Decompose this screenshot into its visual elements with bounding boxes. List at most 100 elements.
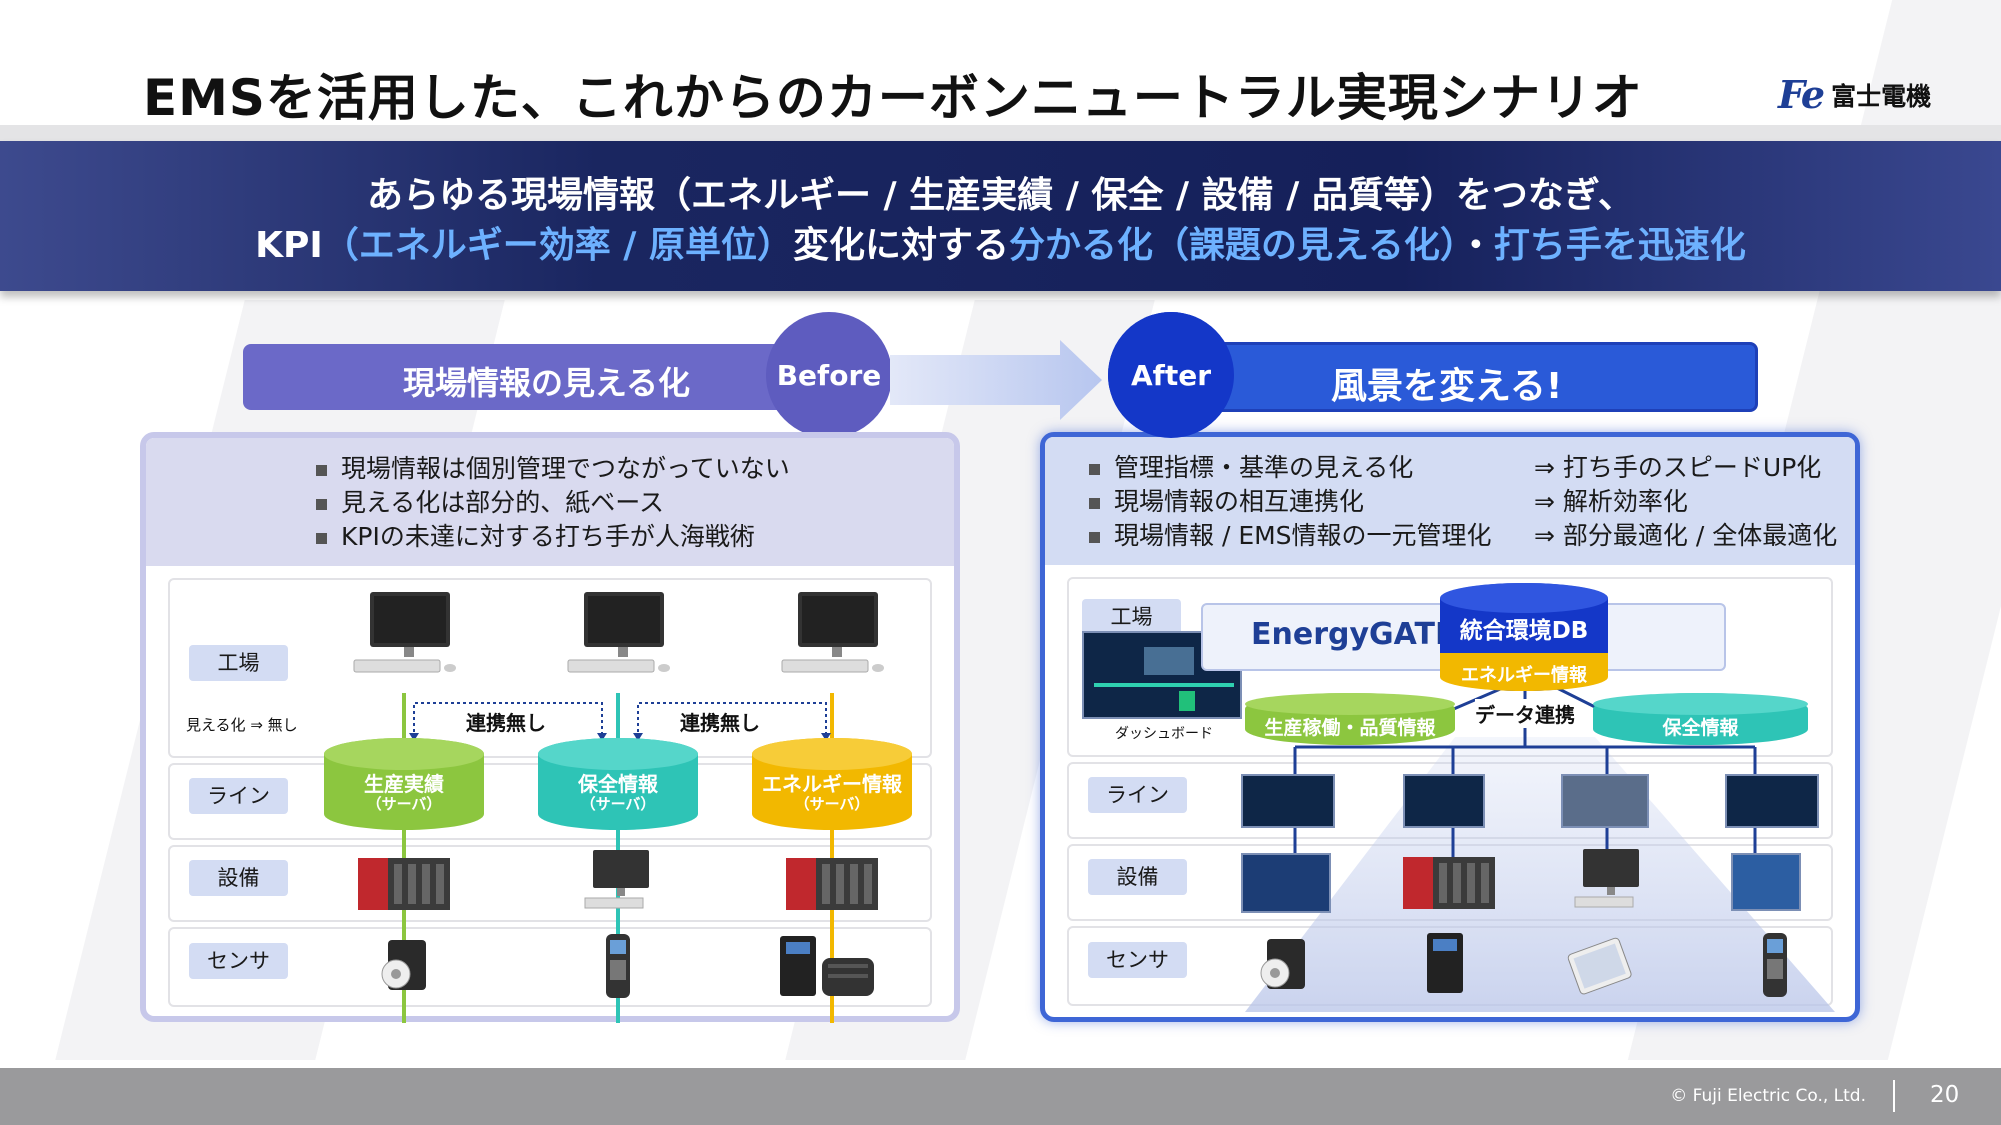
before-header-bar: 現場情報の見える化 [243, 344, 828, 410]
after-panel: 管理指標・基準の見える化 ⇒ 打ち手のスピードUP化 現場情報の相互連携化 ⇒ 解析… [1040, 432, 1860, 1022]
line-screen-thumbnail [1725, 774, 1819, 828]
footer-divider [1893, 1080, 1895, 1112]
after-bullet-list: 管理指標・基準の見える化 ⇒ 打ち手のスピードUP化 現場情報の相互連携化 ⇒ 解析… [1089, 451, 1837, 553]
pc-monitor-icon [567, 592, 670, 673]
row-tag-line: ライン [189, 778, 288, 814]
data-coverage-cone [1245, 737, 1835, 1012]
after-badge-label: After [1130, 358, 1212, 392]
equipment-screen-thumbnail [1731, 853, 1801, 911]
after-bullet-result: ⇒ 打ち手のスピードUP化 [1534, 453, 1822, 482]
slide-title: EMSを活用した、これからのカーボンニュートラル実現シナリオ [143, 69, 1643, 127]
after-bullet-result: ⇒ 部分最適化 / 全体最適化 [1534, 521, 1838, 550]
database-production-quality: 生産稼働・品質情報 [1245, 693, 1455, 745]
banner-dot: ・ [1457, 225, 1494, 266]
no-link-dotted-connector [409, 702, 831, 741]
copyright: © Fuji Electric Co., Ltd. [1670, 1086, 1866, 1106]
plc-controller-icon [786, 858, 878, 910]
energygate-logo: EnergyGATE [1251, 617, 1456, 652]
database-label: 生産実績 [364, 772, 444, 796]
database-label: 保全情報 [1662, 717, 1739, 739]
banner-line-1: あらゆる現場情報（エネルギー / 生産実績 / 保全 / 設備 / 品質等）をつ… [366, 175, 1635, 216]
database-maintenance: 保全情報 （サーバ） [538, 738, 698, 830]
list-item: 現場情報は個別管理でつながっていない [316, 452, 790, 486]
visualization-status: 見える化 ⇒ 無し [186, 716, 298, 734]
line-screen-thumbnail [1561, 774, 1649, 828]
line-screen-thumbnail [1241, 774, 1335, 828]
pc-monitor-icon [1574, 849, 1639, 908]
row-tag-line: ライン [1088, 777, 1187, 813]
database-sublabel: （サーバ） [366, 795, 442, 813]
banner-text: 変化に対する [792, 225, 1009, 266]
database-sublabel: （サーバ） [580, 795, 656, 813]
data-link-label: データ連携 [1475, 699, 1575, 728]
company-logo: Fe 富士電機 [1778, 72, 1931, 117]
database-label: エネルギー情報 [762, 772, 902, 796]
page-number: 20 [1930, 1082, 1960, 1108]
list-item: KPIの未達に対する打ち手が人海戦術 [316, 520, 790, 554]
equipment-screen-thumbnail [1241, 853, 1331, 913]
key-message-banner: あらゆる現場情報（エネルギー / 生産実績 / 保全 / 設備 / 品質等）をつ… [0, 141, 2001, 291]
tablet-icon [1567, 937, 1632, 995]
database-maintenance: 保全情報 [1593, 693, 1808, 745]
handheld-terminal-icon [606, 934, 630, 998]
database-label: 保全情報 [578, 772, 658, 796]
before-bullet-text: 見える化は部分的、紙ベース [341, 488, 665, 517]
list-item: 現場情報 / EMS情報の一元管理化 ⇒ 部分最適化 / 全体最適化 [1089, 519, 1837, 553]
handheld-terminal-icon [1763, 933, 1787, 997]
servo-motor-icon [381, 940, 426, 990]
database-energy: エネルギー情報 （サーバ） [752, 738, 912, 830]
database-production: 生産実績 （サーバ） [324, 738, 484, 830]
database-integrated: 統合環境DB エネルギー情報 [1440, 583, 1608, 691]
row-tag-sensor: センサ [189, 943, 288, 979]
banner-kpi: KPI [255, 225, 323, 266]
plc-controller-icon [1403, 857, 1495, 909]
before-bullet-text: KPIの未達に対する打ち手が人海戦術 [341, 522, 755, 551]
after-header-bar: 風景を変える! [1178, 342, 1758, 412]
before-bullet-text: 現場情報は個別管理でつながっていない [341, 454, 790, 483]
list-item: 見える化は部分的、紙ベース [316, 486, 790, 520]
database-sublabel: エネルギー情報 [1461, 665, 1587, 686]
banner-kpi-detail: （エネルギー効率 / 原単位） [322, 225, 793, 266]
after-header-label: 風景を変える! [1331, 366, 1563, 407]
pc-monitor-icon [353, 592, 456, 673]
servo-motor-icon [1260, 939, 1305, 989]
row-tag-sensor: センサ [1088, 942, 1187, 978]
logo-text: 富士電機 [1831, 81, 1932, 111]
logo-mark: Fe [1778, 72, 1825, 117]
footer: © Fuji Electric Co., Ltd. 20 [0, 1068, 2001, 1125]
database-label: 生産稼働・品質情報 [1264, 717, 1436, 739]
before-bullet-list: 現場情報は個別管理でつながっていない 見える化は部分的、紙ベース KPIの未達に… [316, 452, 790, 554]
pc-monitor-icon [781, 592, 884, 673]
row-tag-factory: 工場 [189, 645, 288, 681]
before-panel: 現場情報は個別管理でつながっていない 見える化は部分的、紙ベース KPIの未達に… [140, 432, 960, 1023]
after-bullet-result: ⇒ 解析効率化 [1534, 487, 1688, 516]
after-bullet-text: 現場情報の相互連携化 [1114, 487, 1365, 516]
before-badge: Before [766, 312, 892, 438]
list-item: 現場情報の相互連携化 ⇒ 解析効率化 [1089, 485, 1837, 519]
no-link-label: 連携無し [466, 707, 546, 736]
database-sublabel: （サーバ） [794, 795, 870, 813]
pc-monitor-icon [584, 850, 649, 909]
banner-line-2: KPI（エネルギー効率 / 原単位）変化に対する分かる化（課題の見える化）・打ち… [0, 216, 2001, 268]
database-label: 統合環境DB [1459, 618, 1589, 644]
before-badge-label: Before [776, 358, 882, 392]
line-screen-thumbnail [1403, 774, 1485, 828]
plc-controller-icon [358, 858, 450, 910]
inverter-motor-icon [780, 936, 874, 996]
banner-highlight-1: 分かる化（課題の見える化） [1008, 225, 1458, 266]
inverter-icon [1427, 933, 1463, 993]
row-tag-factory: 工場 [1082, 599, 1181, 635]
before-to-after-arrow-icon [890, 340, 1102, 420]
after-badge-front: After [1108, 312, 1234, 438]
row-tag-equipment: 設備 [1088, 859, 1187, 895]
list-item: 管理指標・基準の見える化 ⇒ 打ち手のスピードUP化 [1089, 451, 1837, 485]
after-bullet-text: 現場情報 / EMS情報の一元管理化 [1114, 521, 1492, 550]
no-link-label: 連携無し [680, 707, 760, 736]
before-panel-header [146, 438, 954, 566]
header-divider [0, 125, 2001, 143]
before-header-label: 現場情報の見える化 [403, 364, 691, 402]
banner-highlight-2: 打ち手を迅速化 [1493, 225, 1746, 266]
row-tag-equipment: 設備 [189, 860, 288, 896]
after-bullet-text: 管理指標・基準の見える化 [1114, 453, 1414, 482]
